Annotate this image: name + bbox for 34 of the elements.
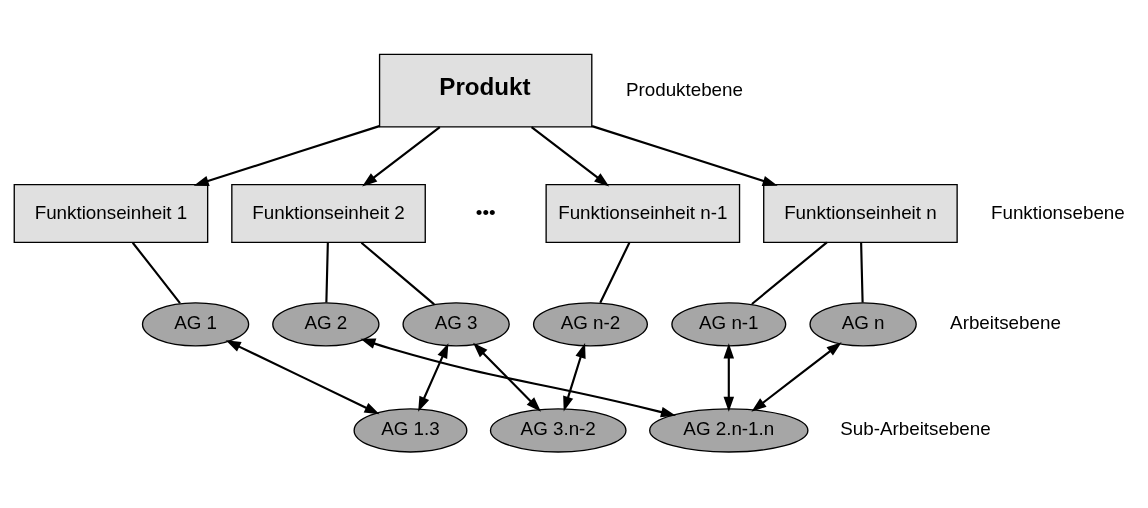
connector [599, 241, 631, 303]
arrow [723, 342, 735, 412]
node-box: Funktionseinheit 2 [231, 183, 426, 243]
connector [860, 242, 864, 302]
arrow [473, 342, 542, 412]
arrow [591, 124, 778, 186]
arrow [225, 339, 380, 414]
label: Sub-Arbeitsebene [840, 417, 991, 439]
node-ellipse: AG n [809, 301, 917, 347]
node-box: Funktionseinheit n [763, 183, 958, 243]
connector [360, 241, 435, 305]
label: Arbeitsebene [950, 311, 1061, 333]
node-ellipse: AG 3 [402, 301, 510, 347]
label: Funktionsebene [990, 201, 1125, 222]
node-box: Funktionseinheit n-1 [545, 183, 741, 243]
arrow [530, 125, 610, 186]
arrow [563, 342, 586, 411]
node-ellipse: AG 1.3 [353, 407, 468, 453]
node-ellipse: AG 3.n-2 [489, 407, 627, 453]
node-ellipse: AG n-2 [532, 301, 648, 347]
node-ellipse: AG n-1 [671, 301, 787, 347]
node-box: Funktionseinheit 1 [13, 183, 209, 243]
arrow [751, 341, 842, 412]
arrow [360, 338, 676, 417]
connector [131, 241, 181, 304]
arrow [362, 125, 441, 186]
node-box: Produkt [378, 53, 593, 128]
label: Produktebene [625, 78, 743, 100]
arrow [193, 124, 380, 186]
label: ••• [475, 201, 496, 222]
connector [751, 241, 828, 305]
node-ellipse: AG 1 [141, 301, 250, 347]
arrow [418, 342, 449, 412]
connector [325, 242, 329, 302]
